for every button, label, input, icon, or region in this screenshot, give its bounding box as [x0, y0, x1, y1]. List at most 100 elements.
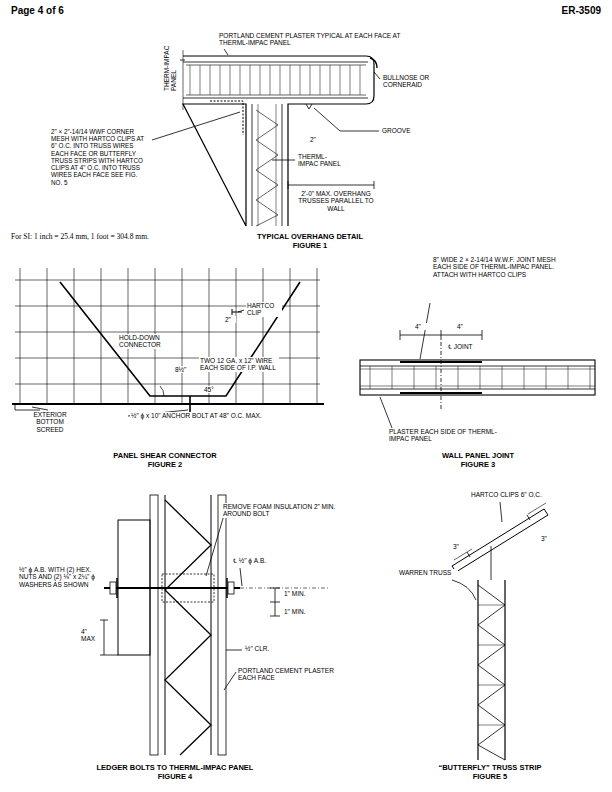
overhang-detail — [190, 65, 360, 95]
dimension: 3" — [540, 535, 554, 542]
ledger-bolt-detail — [150, 495, 158, 755]
wall-panel-joint — [380, 397, 392, 428]
overhang-detail — [370, 58, 377, 68]
wall-panel-joint — [370, 366, 590, 389]
callout-note: HOLD-DOWN CONNECTOR — [118, 334, 168, 349]
butterfly-truss-strip — [500, 502, 502, 522]
callout-note: THERM-IMPAC PANEL — [163, 30, 178, 92]
panel-shear-connector — [20, 268, 317, 404]
ledger-bolt-detail — [104, 587, 240, 589]
butterfly-truss-strip — [452, 502, 548, 760]
callout-note: HARTCO CLIP — [246, 302, 282, 317]
ledger-bolt-detail — [218, 495, 226, 755]
butterfly-truss-strip — [491, 546, 492, 580]
ledger-bolt-detail — [270, 588, 280, 616]
figure-caption: LEDGER BOLTS TO THERML-IMPAC PANEL — [65, 764, 285, 773]
panel-shear-connector — [32, 407, 48, 410]
figure-number: FIGURE 4 — [125, 773, 225, 782]
overhang-detail — [258, 104, 276, 226]
dimension: 3" — [452, 543, 466, 550]
butterfly-truss-strip — [454, 503, 546, 560]
figure-caption: PANEL SHEAR CONNECTOR — [65, 452, 265, 461]
callout-note: REMOVE FOAM INSULATION 2" MIN. AROUND BO… — [222, 503, 337, 518]
butterfly-truss-strip — [452, 580, 476, 600]
ledger-bolt-detail — [162, 574, 214, 602]
ledger-bolt-detail — [240, 568, 242, 586]
ledger-bolt-detail — [117, 578, 227, 598]
panel-shear-connector — [160, 386, 164, 396]
ledger-bolt-detail — [165, 500, 211, 755]
dimension: 8½" — [174, 366, 192, 373]
panel-shear-connector — [12, 403, 324, 405]
overhang-detail — [224, 49, 228, 55]
overhang-detail — [152, 49, 380, 226]
panel-shear-connector — [12, 268, 324, 416]
overhang-detail — [374, 72, 380, 79]
dimension: 2" — [224, 316, 236, 323]
callout-note: WARREN TRUSS — [398, 569, 458, 576]
overhang-detail — [256, 110, 278, 226]
butterfly-truss-strip — [452, 509, 548, 572]
figure-number: FIGURE 5 — [440, 773, 540, 782]
overhang-detail — [288, 181, 374, 189]
ledger-bolt-detail — [100, 620, 118, 655]
figure-number: FIGURE 1 — [260, 242, 360, 251]
ledger-bolt-detail — [100, 495, 330, 755]
centerline-label: ℄ JOINT — [447, 343, 497, 350]
wall-panel-joint — [400, 362, 482, 393]
wall-panel-joint — [360, 369, 595, 386]
wall-panel-joint — [420, 303, 430, 359]
dimension: 1" MIN. — [283, 590, 323, 597]
ledger-bolt-detail — [228, 582, 234, 594]
callout-note: GROOVE — [381, 127, 421, 134]
page-number: Page 4 of 6 — [10, 5, 130, 17]
dimension: 4" — [414, 323, 428, 330]
dimension: 4" MAX — [80, 628, 102, 643]
callout-note: BULLNOSE OR CORNERAID — [382, 74, 444, 89]
panel-shear-connector — [60, 282, 300, 396]
callout-note: THERML-IMPAC PANEL — [297, 153, 347, 168]
butterfly-truss-strip — [478, 580, 505, 760]
callout-note: PORTLAND CEMENT PLASTER EACH FACE — [237, 667, 347, 682]
ledger-bolt-detail — [110, 582, 116, 594]
callout-note: HARTCO CLIPS 6" O.C. — [470, 491, 570, 498]
dimension: 2" — [309, 136, 323, 143]
callout-note: PORTLAND CEMENT PLASTER TYPICAL AT EACH … — [218, 32, 428, 47]
figure-caption: WALL PANEL JOINT — [378, 452, 578, 461]
figure-caption: “BUTTERFLY” TRUSS STRIP — [410, 764, 570, 773]
overhang-detail — [314, 108, 379, 131]
callout-note: PLASTER EACH SIDE OF THERML-IMPAC PANEL — [388, 428, 508, 443]
butterfly-truss-strip — [467, 515, 530, 557]
overhang-detail — [272, 160, 295, 161]
panel-shear-connector — [189, 396, 191, 412]
unit-note: For SI: 1 inch = 25.4 mm, 1 foot = 304.8… — [10, 233, 230, 242]
ledger-bolt-detail — [165, 495, 211, 755]
overhang-detail — [186, 65, 366, 95]
butterfly-truss-strip — [478, 585, 505, 760]
dimension: ½" CLR. — [244, 645, 284, 652]
figure-number: FIGURE 3 — [428, 461, 528, 470]
figure-number: FIGURE 2 — [115, 461, 215, 470]
figure-caption: TYPICAL OVERHANG DETAIL — [210, 233, 410, 242]
wall-panel-joint — [360, 366, 595, 389]
overhang-detail — [210, 101, 243, 135]
butterfly-truss-strip — [478, 605, 505, 725]
ledger-bolt-detail — [226, 650, 242, 651]
dimension: 1" MIN. — [283, 608, 323, 615]
dimension: 45° — [203, 386, 223, 393]
overhang-detail — [180, 60, 185, 61]
dimension: 2'-0" MAX. OVERHANG TRUSSES PARALLEL TO … — [296, 190, 376, 212]
document-id: ER-3509 — [502, 5, 602, 17]
centerline-label: ℄ ½" ϕ A.B. — [232, 557, 312, 564]
dimension: 4" — [456, 323, 470, 330]
panel-shear-connector — [232, 309, 242, 315]
overhang-detail — [306, 104, 312, 109]
callout-note: 8" WIDE 2 × 2-14/14 W.W.F. JOINT MESH EA… — [432, 256, 572, 278]
wall-panel-joint — [360, 303, 595, 428]
ledger-bolt-detail — [206, 515, 224, 576]
wall-panel-joint — [400, 330, 482, 340]
ledger-bolt-detail — [240, 588, 330, 589]
wall-panel-joint — [441, 342, 442, 410]
wall-panel-joint — [360, 360, 595, 395]
overhang-detail — [152, 112, 240, 140]
